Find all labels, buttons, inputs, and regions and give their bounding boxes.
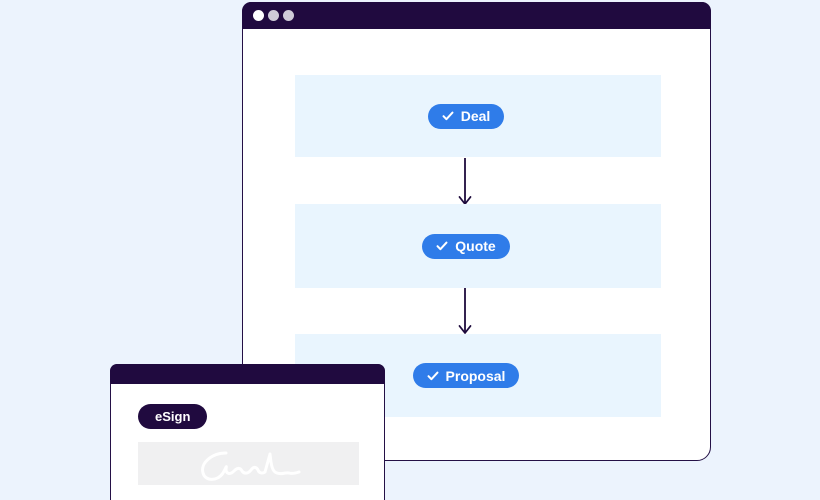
step-label: Deal [460,108,491,124]
arrow-down-icon [457,158,473,206]
esign-badge: eSign [138,404,208,429]
step-quote-button[interactable]: Quote [422,233,510,259]
check-icon [436,241,448,251]
check-icon [442,111,454,121]
workflow-stage-row-quote: Quote [295,204,661,288]
workflow-stage-row-deal: Deal [295,75,661,157]
step-label: Proposal [445,367,506,384]
step-deal-button[interactable]: Deal [427,103,505,129]
arrow-down-icon [457,288,473,335]
esign-window-titlebar [110,364,385,384]
signature-scribble-icon [201,451,301,481]
step-proposal-button[interactable]: Proposal [412,363,520,388]
check-icon [427,371,439,381]
signature-field[interactable] [138,442,359,485]
esign-window: eSign [110,364,385,500]
window-control-dot-icon[interactable] [283,10,294,21]
step-label: Quote [455,238,496,254]
window-titlebar [242,2,711,29]
esign-badge-label: eSign [155,409,191,424]
window-control-dot-icon[interactable] [253,10,264,21]
window-control-dot-icon[interactable] [268,10,279,21]
